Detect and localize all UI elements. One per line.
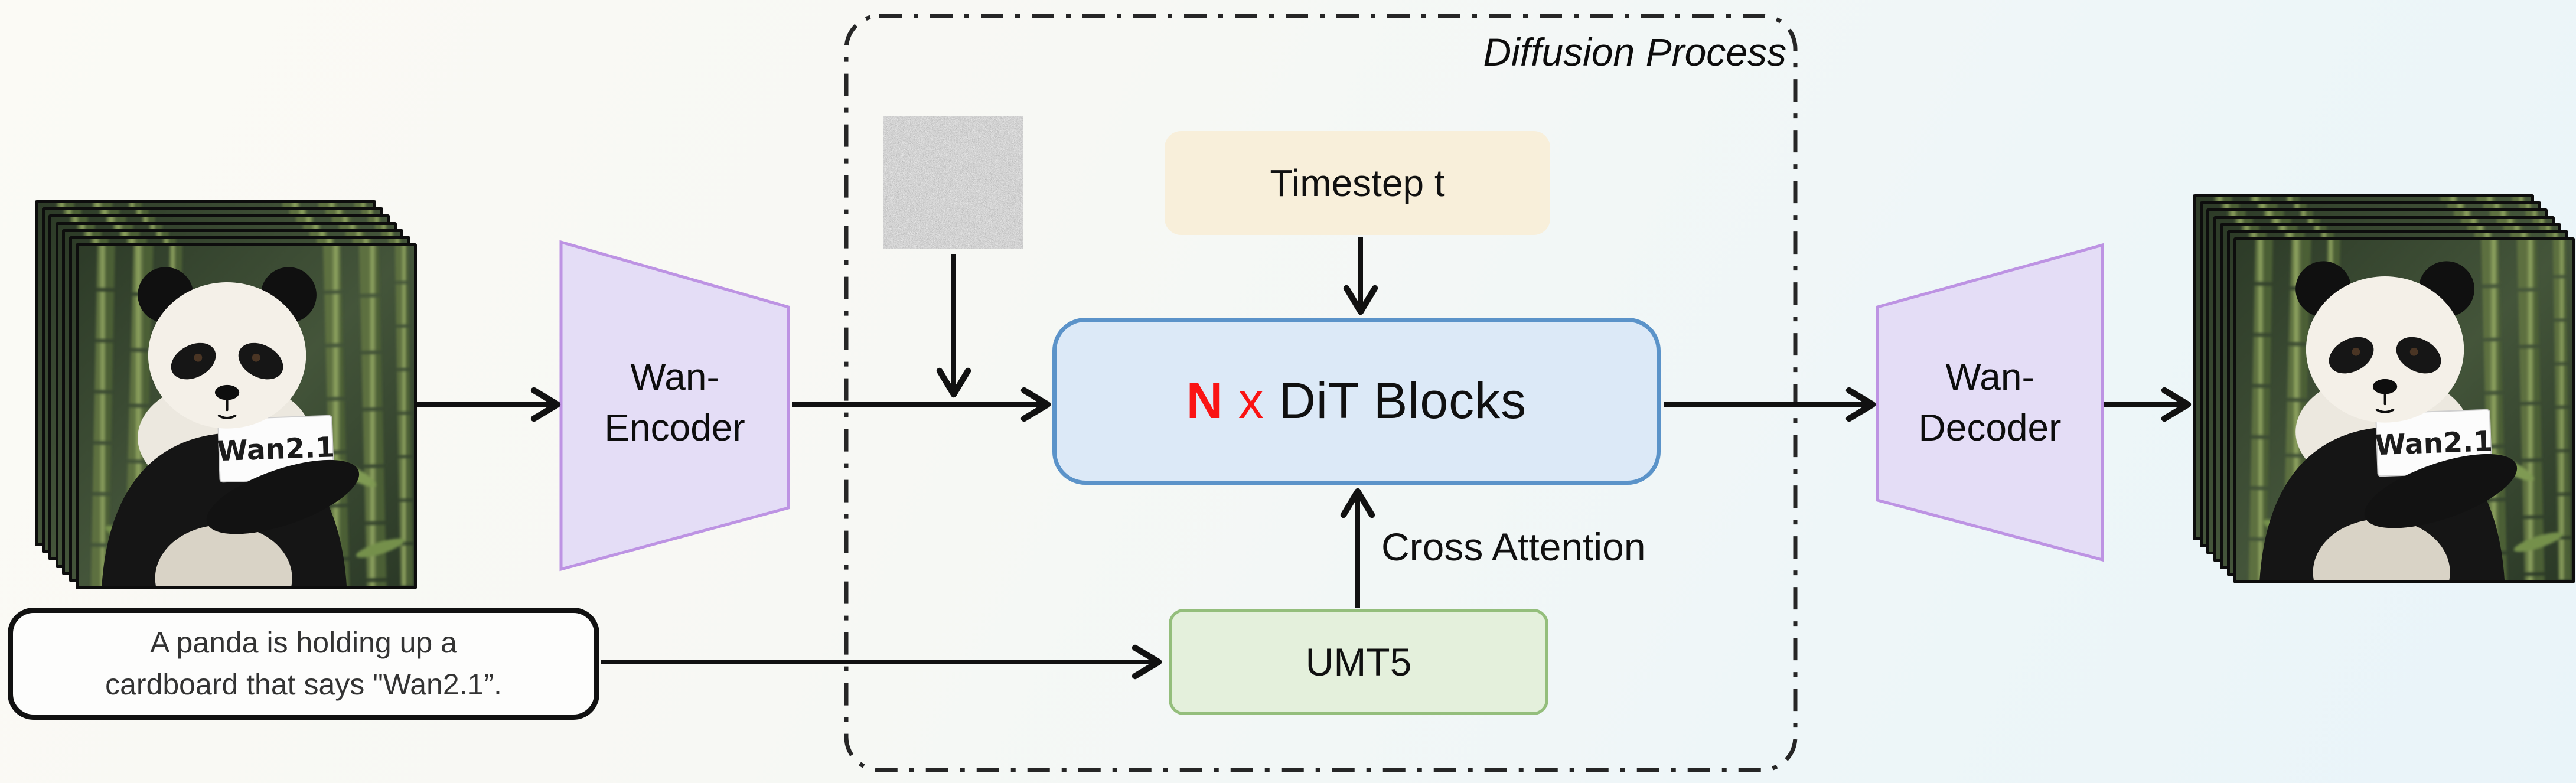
umt5-box: UMT5 <box>1169 609 1548 715</box>
dit-label-text: DiT Blocks <box>1279 373 1527 429</box>
noise-texture <box>883 116 1023 249</box>
wan-decoder-label-line1: Wan- <box>1945 355 2034 398</box>
dit-blocks-label: N x DiT Blocks <box>1186 372 1527 430</box>
wan-decoder-label: Wan- Decoder <box>1877 352 2102 454</box>
cross-attention-label: Cross Attention <box>1381 525 1646 569</box>
umt5-label: UMT5 <box>1305 640 1412 684</box>
wan-encoder-label-line2: Encoder <box>604 406 745 449</box>
prompt-line-2: cardboard that says "Wan2.1”. <box>105 668 502 701</box>
timestep-label: Timestep t <box>1270 162 1445 204</box>
dit-n: N <box>1186 373 1224 429</box>
wan-encoder-label: Wan- Encoder <box>561 352 788 454</box>
wan-decoder-shape <box>1876 243 2104 562</box>
dit-times: x <box>1238 373 1264 429</box>
prompt-line-1: A panda is holding up a <box>150 626 457 659</box>
diffusion-process-title: Diffusion Process <box>1483 30 1786 74</box>
prompt-box: A panda is holding up a cardboard that s… <box>8 608 599 720</box>
wan-encoder-shape <box>559 240 790 572</box>
video-frame <box>76 243 417 590</box>
arrows <box>417 237 2192 680</box>
input-video-stack <box>35 200 418 590</box>
dit-blocks-box: N x DiT Blocks <box>1052 318 1661 485</box>
timestep-box: Timestep t <box>1165 131 1550 235</box>
output-video-stack <box>2193 194 2575 584</box>
noise-latent <box>883 116 1023 249</box>
wan-decoder-label-line2: Decoder <box>1918 406 2062 449</box>
diffusion-process-boundary <box>844 14 1798 772</box>
wan-encoder-label-line1: Wan- <box>630 355 719 398</box>
video-frame <box>2233 237 2575 584</box>
